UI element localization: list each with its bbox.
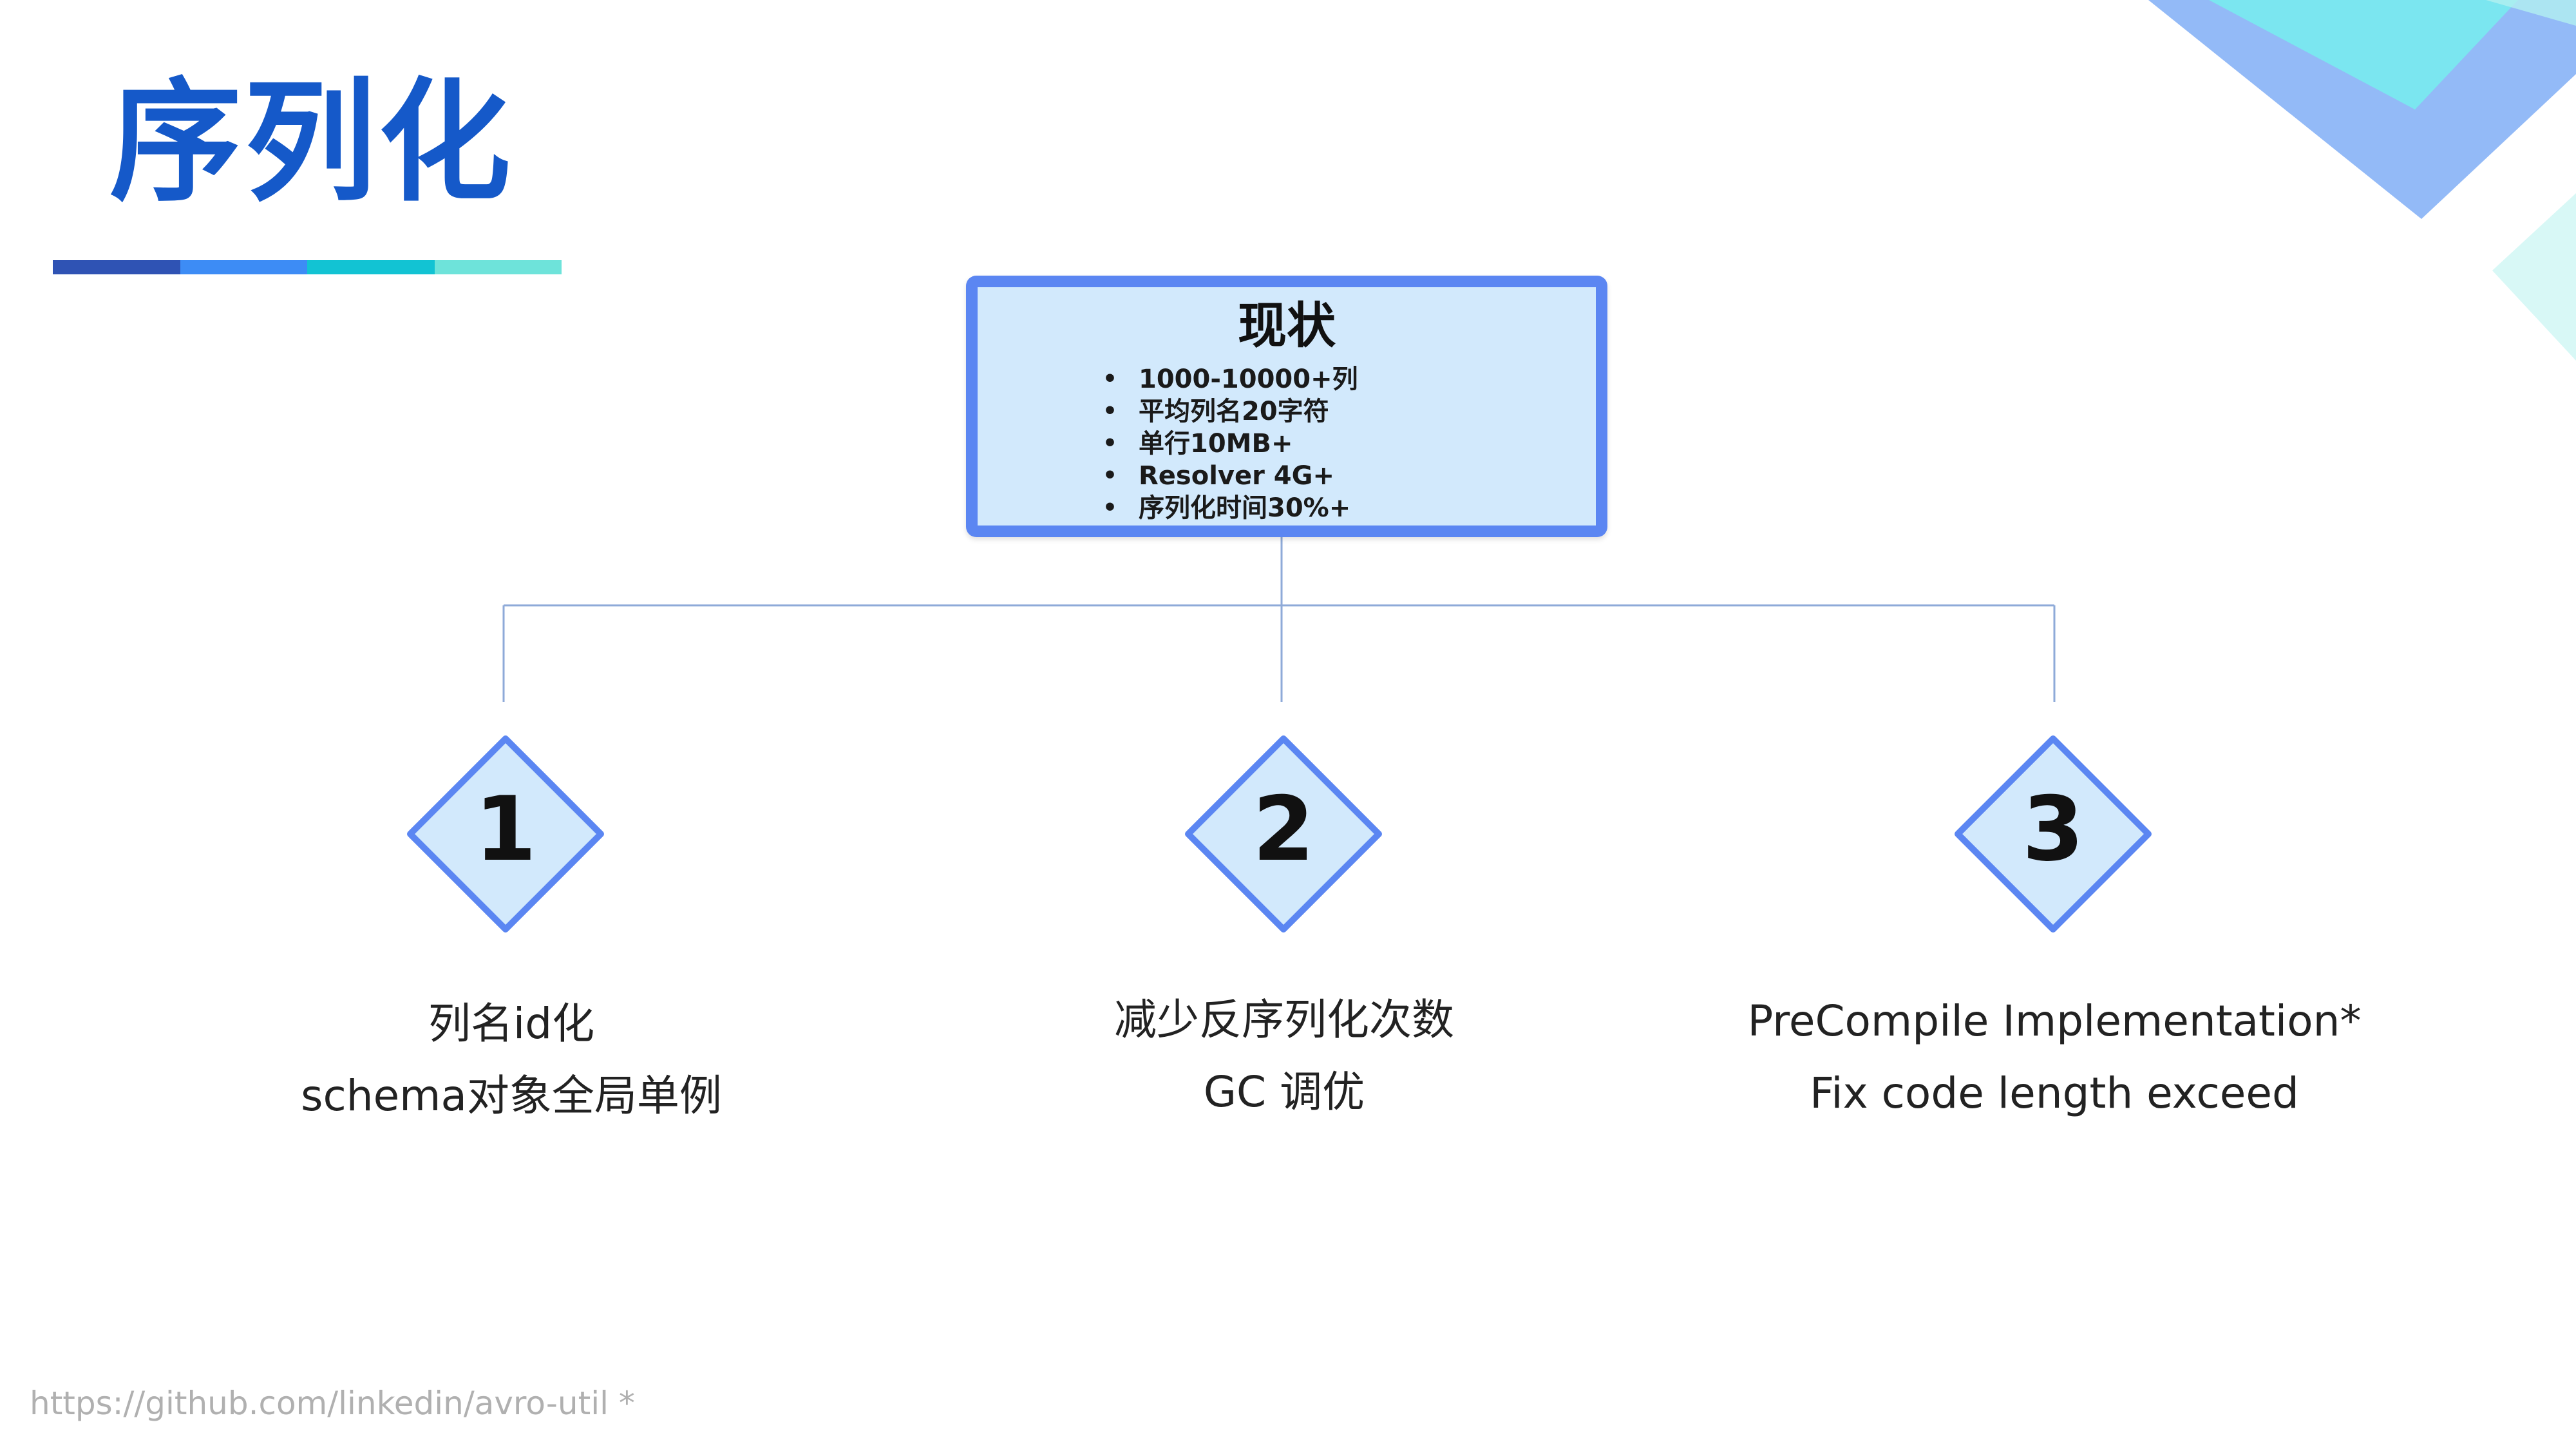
branch-2-caption: 减少反序列化次数 GC 调优 xyxy=(930,984,1638,1128)
corner-decoration xyxy=(2148,0,2576,361)
branch-2-line-1: 减少反序列化次数 xyxy=(1114,995,1454,1045)
branch-2-line-2: GC 调优 xyxy=(1203,1067,1365,1117)
branch-1-number: 1 xyxy=(474,777,537,881)
title-underline xyxy=(53,260,562,274)
branch-3-caption: PreCompile Implementation* Fix code leng… xyxy=(1700,985,2409,1130)
branch-1-line-2: schema对象全局单例 xyxy=(301,1071,722,1121)
current-status-heading: 现状 xyxy=(1238,297,1336,354)
branch-1-line-1: 列名id化 xyxy=(428,999,595,1048)
branch-3-number: 3 xyxy=(2022,777,2085,881)
branch-3-line-1: PreCompile Implementation* xyxy=(1747,996,2362,1046)
current-status-box: 现状 •1000-10000+列 •平均列名20字符 •单行10MB+ •Res… xyxy=(966,276,1607,537)
branch-1-diamond: 1 xyxy=(404,732,607,936)
list-item: •1000-10000+列 xyxy=(1103,365,1358,394)
list-item: •序列化时间30%+ xyxy=(1103,493,1351,523)
footer-source-link[interactable]: https://github.com/linkedin/avro-util * xyxy=(30,1385,635,1422)
branch-2-diamond: 2 xyxy=(1182,732,1385,936)
branch-2-number: 2 xyxy=(1252,777,1315,881)
branch-3-diamond: 3 xyxy=(1951,732,2155,936)
list-item: •Resolver 4G+ xyxy=(1103,461,1334,491)
list-item: •平均列名20字符 xyxy=(1103,397,1329,426)
current-status-list: •1000-10000+列 •平均列名20字符 •单行10MB+ •Resolv… xyxy=(1103,363,1358,524)
page-title: 序列化 xyxy=(109,66,513,220)
list-item: •单行10MB+ xyxy=(1103,429,1293,459)
branch-1-caption: 列名id化 schema对象全局单例 xyxy=(157,988,866,1132)
branch-3-line-2: Fix code length exceed xyxy=(1810,1068,2299,1118)
